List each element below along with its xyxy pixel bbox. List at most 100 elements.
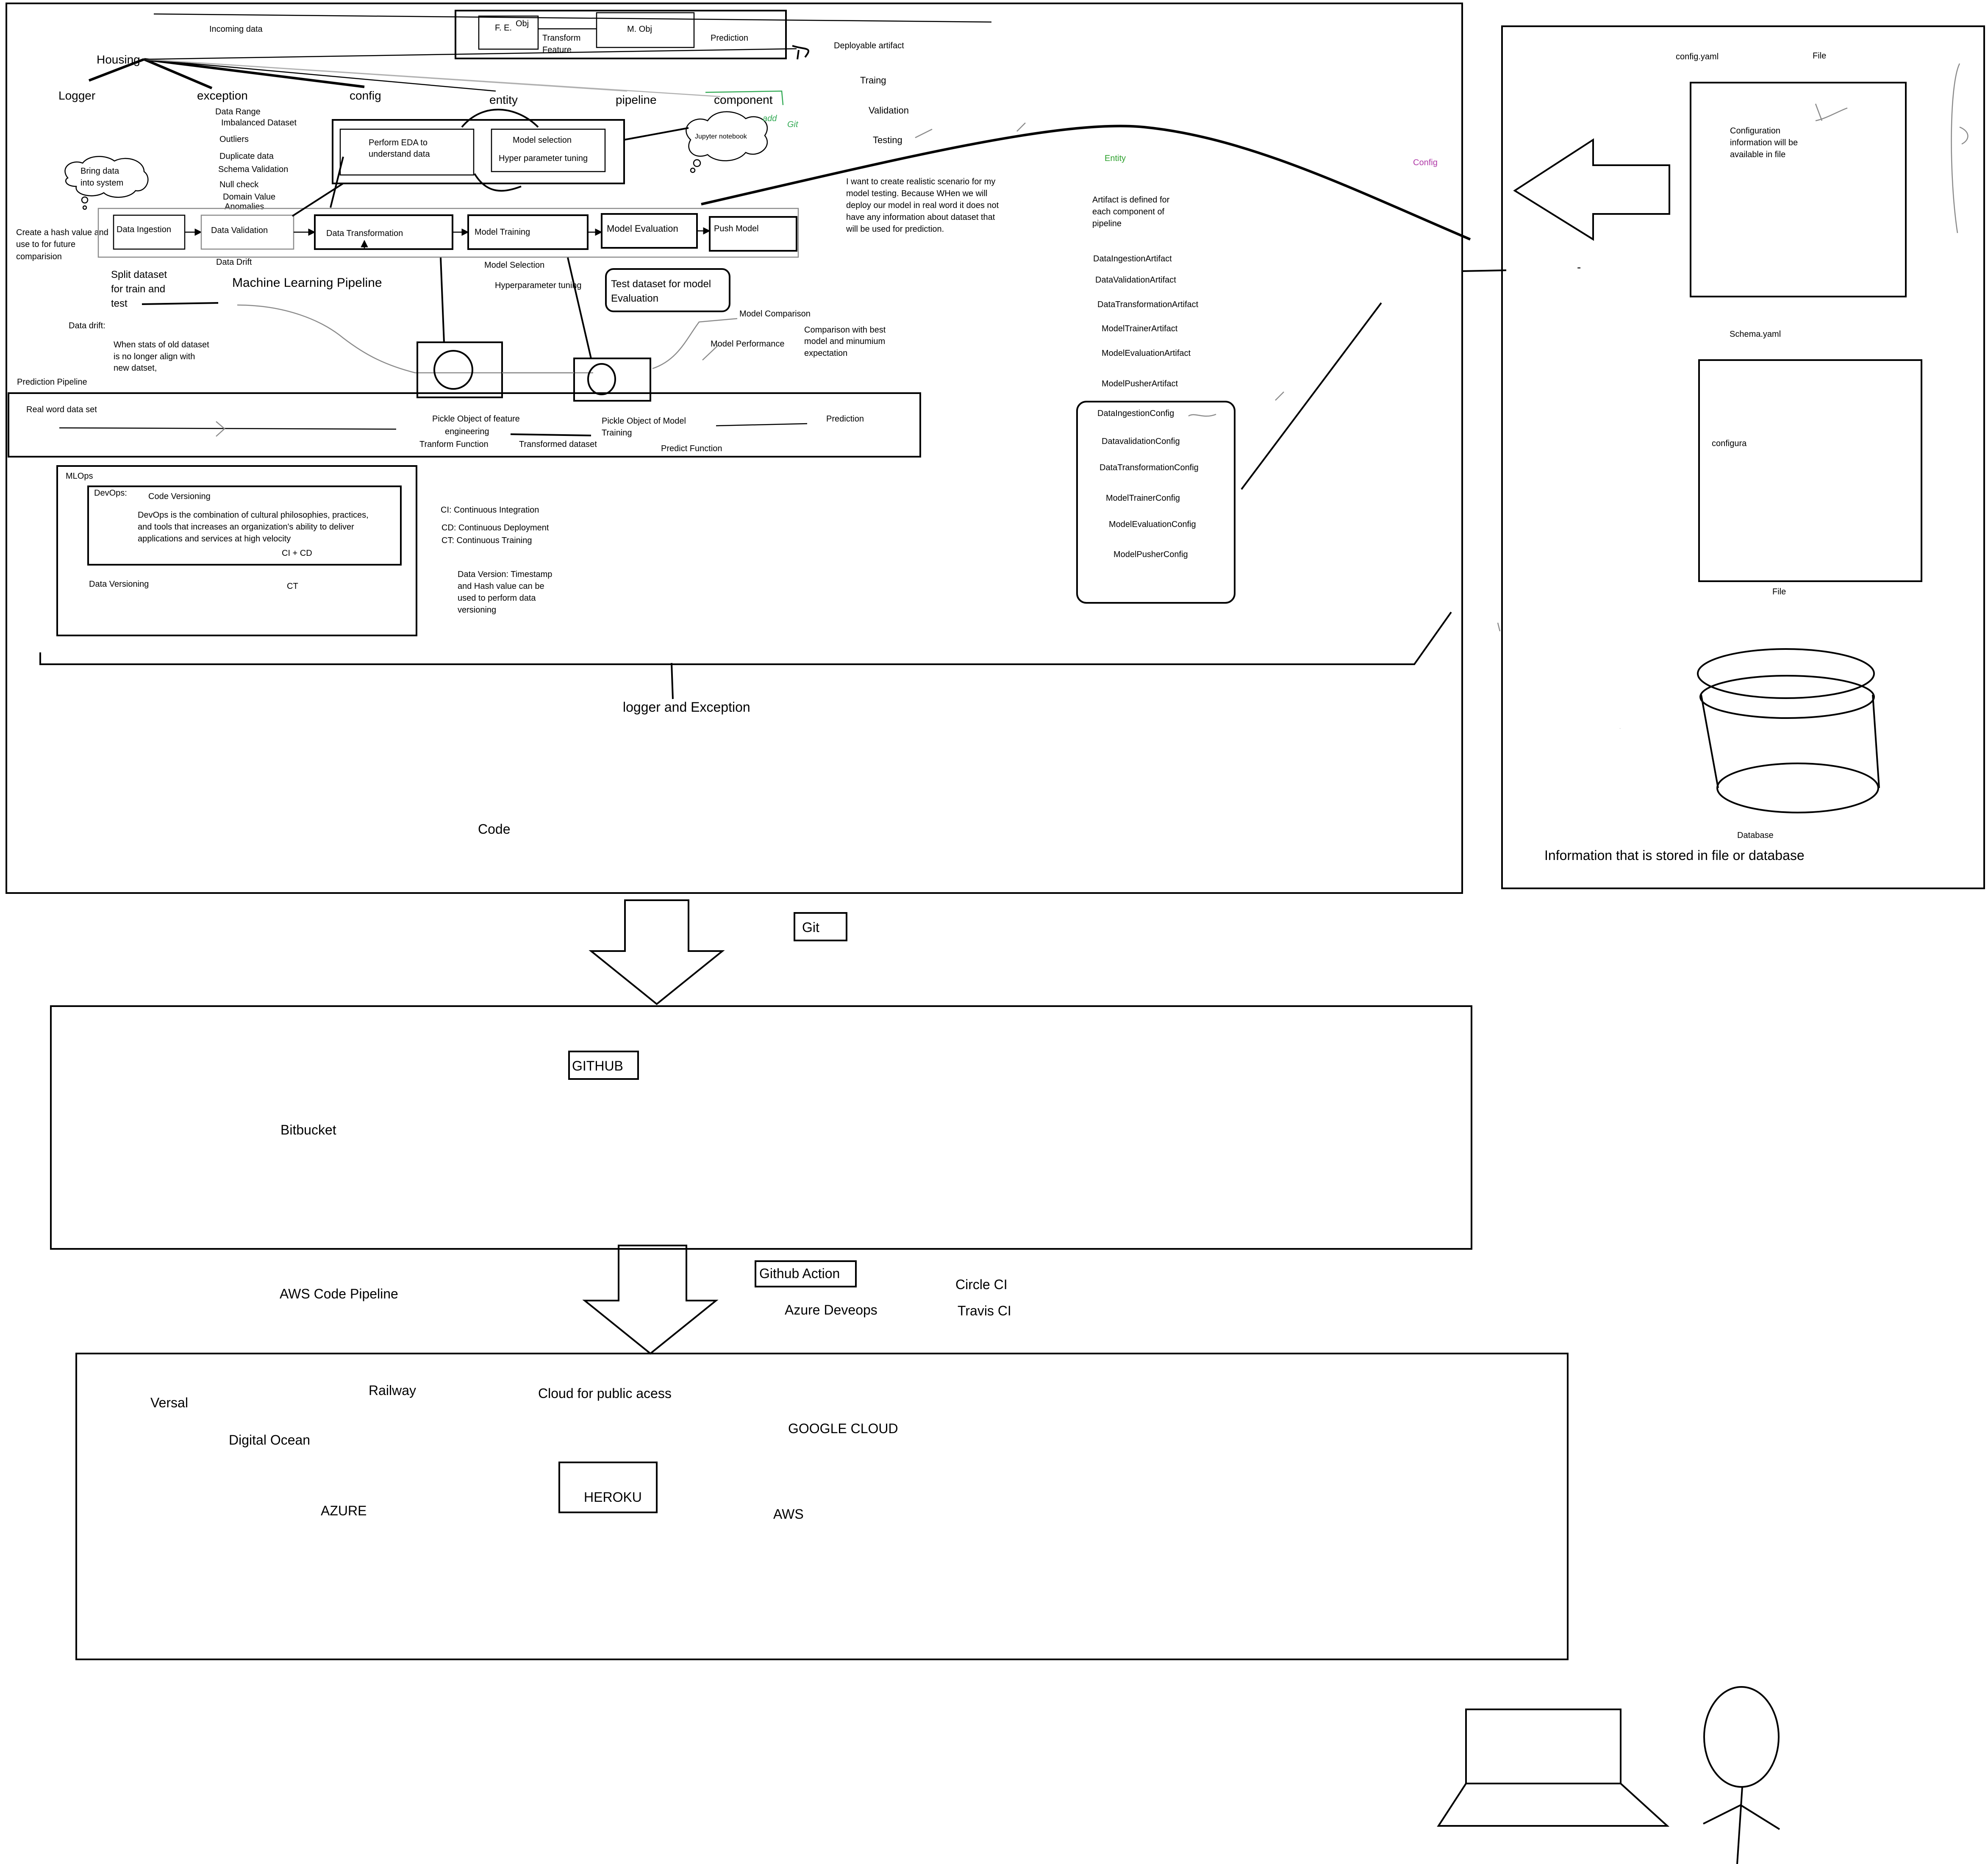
svg-text:Model Evaluation: Model Evaluation [607,223,678,234]
svg-text:Model Performance: Model Performance [711,339,785,349]
svg-text:File: File [1772,587,1786,596]
heroku-box [558,1462,658,1513]
incoming-data-label: Incoming data [209,25,263,34]
cloud-box [75,1353,1569,1660]
config-label: config [350,89,381,102]
svg-text:Data Transformation: Data Transformation [326,229,403,238]
svg-text:File: File [1813,51,1826,61]
eda-box [339,128,475,176]
svg-text:AWS Code Pipeline: AWS Code Pipeline [280,1286,398,1301]
devops-box [87,485,402,566]
svg-text:Jupyter notebook: Jupyter notebook [695,133,747,140]
config-list: DataIngestionConfig DatavalidationConfig… [1097,409,1199,559]
svg-text:Data Ingestion: Data Ingestion [117,225,171,234]
pipeline-container [97,208,799,258]
pickle-fe-box [416,341,503,398]
svg-text:Entity: Entity [1105,154,1126,163]
svg-text:Test dataset for model: Test dataset for model [611,278,711,290]
svg-text:ModelEvaluationConfig: ModelEvaluationConfig [1109,520,1196,529]
svg-text:Schema.yaml: Schema.yaml [1730,330,1781,339]
svg-text:will be used for prediction.: will be used for prediction. [846,225,944,234]
svg-text:Pickle Object of feature: Pickle Object of feature [432,414,520,424]
user-stick-figure-icon [1703,1686,1780,1864]
svg-text:Prediction: Prediction [826,414,864,424]
svg-text:and Hash value can be: and Hash value can be [458,582,544,591]
svg-text:DevOps is the combination of c: DevOps is the combination of cultural ph… [138,510,369,520]
svg-text:Duplicate data: Duplicate data [219,152,274,161]
svg-text:Configuration: Configuration [1730,126,1780,136]
svg-text:Code Versioning: Code Versioning [148,492,211,501]
svg-text:Artifact is defined for: Artifact is defined for [1092,195,1170,205]
svg-text:AWS: AWS [773,1506,804,1522]
svg-text:Evaluation: Evaluation [611,293,658,304]
svg-text:Hyperparameter tuning: Hyperparameter tuning [495,281,582,290]
svg-text:Split dataset: Split dataset [111,269,167,280]
svg-text:DataValidationArtifact: DataValidationArtifact [1095,275,1176,285]
fe-obj-box [478,15,539,50]
svg-text:ModelEvaluationArtifact: ModelEvaluationArtifact [1102,349,1191,358]
svg-text:config.yaml: config.yaml [1676,52,1719,61]
svg-text:DataIngestionArtifact: DataIngestionArtifact [1093,254,1172,264]
svg-text:Versal: Versal [150,1395,188,1410]
svg-text:available in file: available in file [1730,150,1785,159]
svg-text:DataIngestionConfig: DataIngestionConfig [1097,409,1174,418]
pipeline-label: pipeline [616,93,657,106]
exception-label: exception [197,89,248,102]
svg-text:Traing: Traing [860,75,886,86]
svg-text:Travis CI: Travis CI [958,1303,1011,1318]
artifact-list: DataIngestionArtifact DataValidationArti… [1093,254,1199,388]
prediction-pipeline-title: Prediction Pipeline [17,377,87,387]
github-action-box [755,1260,857,1287]
model-selection-box [491,128,606,172]
svg-text:applications and services at h: applications and services at high veloci… [138,534,291,544]
svg-text:DatavalidationConfig: DatavalidationConfig [1102,437,1180,446]
svg-text:Validation: Validation [869,105,909,116]
right-panel [1501,25,1985,889]
svg-text:Anomalies: Anomalies [225,202,264,211]
laptop-icon [1437,1709,1670,1827]
stored-info-label: Information that is stored in file or da… [1544,848,1805,863]
svg-text:Imbalanced Dataset: Imbalanced Dataset [221,118,297,128]
svg-text:Outliers: Outliers [219,135,249,144]
ml-pipeline-title: Machine Learning Pipeline [232,276,382,290]
schema-yaml-box [1698,359,1922,582]
svg-text:Create a hash value and: Create a hash value and [16,228,108,237]
pickle-model-box [573,358,651,402]
svg-text:M. Obj: M. Obj [627,25,652,34]
svg-text:Comparison with best: Comparison with best [804,325,886,335]
svg-text:Data Range: Data Range [215,107,261,116]
svg-text:Domain Value: Domain Value [223,192,275,202]
svg-text:Digital Ocean: Digital Ocean [229,1432,310,1448]
svg-text:Transform: Transform [542,33,580,43]
svg-text:DataTransformationArtifact: DataTransformationArtifact [1097,300,1199,309]
eda-container [332,119,625,184]
svg-text:Schema Validation: Schema Validation [218,165,288,174]
svg-text:deploy our model in real word: deploy our model in real word it does no… [846,201,999,210]
svg-text:DataTransformationConfig: DataTransformationConfig [1100,463,1199,472]
svg-text:Config: Config [1413,158,1438,167]
svg-text:use to for future: use to for future [16,240,75,249]
svg-text:Git: Git [787,120,799,129]
svg-text:used to perform data: used to perform data [458,594,536,603]
svg-text:HEROKU: HEROKU [584,1490,642,1505]
svg-text:Transformed dataset: Transformed dataset [519,440,597,449]
svg-text:Obj: Obj [516,19,529,28]
svg-text:versioning: versioning [458,605,496,615]
svg-text:Training: Training [602,428,632,438]
code-label: Code [478,821,511,837]
svg-text:Hyper parameter tuning: Hyper parameter tuning [499,154,588,163]
down-arrow-2 [582,1245,719,1355]
config-yaml-box [1690,82,1907,297]
down-arrow-1 [589,899,725,1005]
svg-text:CT: Continuous Training: CT: Continuous Training [441,536,532,545]
svg-text:information will be: information will be [1730,138,1798,147]
svg-text:Null check: Null check [219,180,259,189]
svg-text:engineering: engineering [445,427,489,436]
svg-text:ModelPusherArtifact: ModelPusherArtifact [1102,379,1178,388]
svg-text:Model Comparison: Model Comparison [739,309,811,319]
svg-text:have any information about dat: have any information about dataset that [846,213,995,222]
svg-text:into system: into system [81,178,123,188]
svg-text:Bring data: Bring data [81,166,119,176]
svg-text:model and minumium: model and minumium [804,337,885,346]
